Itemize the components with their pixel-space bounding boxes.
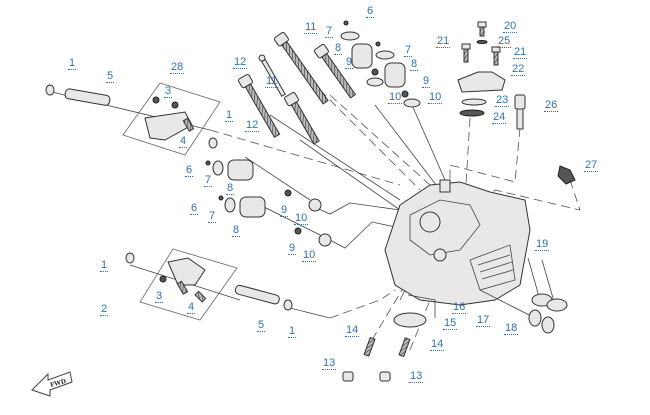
callout-part-10[interactable]: 10 [294, 212, 309, 225]
callout-part-9[interactable]: 9 [288, 242, 297, 255]
callout-part-8[interactable]: 8 [232, 224, 241, 237]
callout-part-6[interactable]: 6 [366, 5, 375, 18]
callout-part-26[interactable]: 26 [544, 99, 559, 112]
rocker-shaft-assembly-upper [45, 82, 221, 156]
callout-part-19[interactable]: 19 [535, 238, 550, 251]
cylinder-head [384, 179, 531, 306]
callout-part-12[interactable]: 12 [245, 119, 260, 132]
callout-part-1[interactable]: 1 [100, 259, 109, 272]
callout-part-4[interactable]: 4 [179, 135, 188, 148]
callout-part-12[interactable]: 12 [233, 56, 248, 69]
callout-part-2[interactable]: 2 [100, 303, 109, 316]
fwd-text: FWD [49, 378, 66, 389]
callout-part-10[interactable]: 10 [428, 91, 443, 104]
callout-part-7[interactable]: 7 [325, 25, 334, 38]
callout-part-11[interactable]: 11 [265, 75, 279, 88]
valve-springs-left [205, 159, 332, 247]
callout-part-4[interactable]: 4 [187, 301, 196, 314]
callout-part-14[interactable]: 14 [430, 338, 445, 351]
fwd-arrow-icon: FWD [31, 371, 73, 397]
callout-part-10[interactable]: 10 [302, 249, 317, 262]
rocker-group-frame-lower [139, 248, 238, 321]
washer-1b [208, 137, 218, 149]
callout-part-24[interactable]: 24 [492, 111, 507, 124]
head-bolts [238, 31, 357, 145]
callout-part-28[interactable]: 28 [170, 61, 185, 74]
studs-nuts-gasket [342, 294, 436, 382]
rocker-group-frame [122, 82, 221, 156]
callout-part-1[interactable]: 1 [68, 57, 77, 70]
callout-part-9[interactable]: 9 [422, 75, 431, 88]
callout-part-21[interactable]: 21 [513, 46, 528, 59]
callout-part-18[interactable]: 18 [504, 322, 519, 335]
callout-part-7[interactable]: 7 [208, 210, 217, 223]
valves [479, 257, 568, 334]
callout-part-8[interactable]: 8 [226, 182, 235, 195]
callout-part-16[interactable]: 16 [452, 301, 467, 314]
shaft-5 [64, 88, 111, 106]
callout-part-27[interactable]: 27 [584, 159, 599, 172]
callout-part-17[interactable]: 17 [476, 314, 491, 327]
callout-part-13[interactable]: 13 [322, 357, 337, 370]
callout-part-8[interactable]: 8 [334, 42, 343, 55]
callout-part-7[interactable]: 7 [404, 44, 413, 57]
rocker-shaft-assembly-lower [125, 248, 293, 321]
callout-part-1[interactable]: 1 [225, 109, 234, 122]
callout-part-21[interactable]: 21 [436, 35, 451, 48]
callout-part-8[interactable]: 8 [410, 58, 419, 71]
callout-part-3[interactable]: 3 [155, 290, 164, 303]
callout-part-10[interactable]: 10 [388, 91, 403, 104]
callout-part-6[interactable]: 6 [185, 164, 194, 177]
thermostat-housing [457, 21, 506, 117]
callout-part-5[interactable]: 5 [257, 319, 266, 332]
callout-part-11[interactable]: 11 [304, 21, 318, 34]
callout-part-5[interactable]: 5 [106, 70, 115, 83]
callout-part-23[interactable]: 23 [495, 94, 510, 107]
callout-part-7[interactable]: 7 [204, 174, 213, 187]
callout-part-6[interactable]: 6 [190, 202, 199, 215]
callout-part-13[interactable]: 13 [409, 370, 424, 383]
sensors [514, 94, 576, 185]
callout-part-15[interactable]: 15 [443, 317, 458, 330]
callout-part-25[interactable]: 25 [497, 35, 512, 48]
callout-part-14[interactable]: 14 [345, 324, 360, 337]
callout-part-9[interactable]: 9 [345, 56, 354, 69]
rocker-arm [144, 111, 193, 141]
callout-part-20[interactable]: 20 [503, 20, 518, 33]
valve-springs-upper [340, 20, 421, 108]
assembly-lines [51, 69, 581, 351]
callout-part-9[interactable]: 9 [280, 204, 289, 217]
callout-part-1[interactable]: 1 [288, 325, 297, 338]
washer-1 [45, 84, 55, 96]
callout-part-3[interactable]: 3 [164, 85, 173, 98]
callout-part-22[interactable]: 22 [511, 63, 526, 76]
